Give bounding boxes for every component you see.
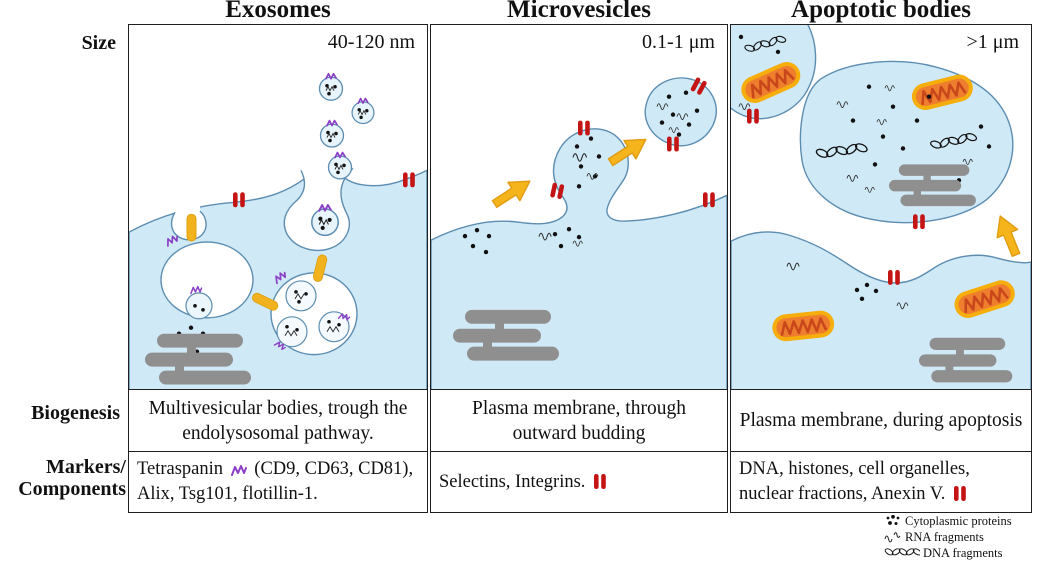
size-value-apoptotic-bodies: >1 μm [966, 31, 1019, 53]
intraluminal-vesicle [285, 280, 317, 312]
markers-exosomes: Tetraspanin (CD9, CD63, CD81), Alix, Tsg… [129, 451, 427, 512]
exosome-vesicle [318, 72, 344, 102]
markers-apoptotic-bodies-text: DNA, histones, cell organelles, nuclear … [739, 459, 970, 505]
apoptotic-bodies-illustration: >1 μm [731, 25, 1031, 390]
exosomes-illustration: 40-120 nm [129, 25, 427, 390]
legend-label: RNA fragments [905, 529, 984, 544]
biogenesis-exosomes: Multivesicular bodies, trough the endoly… [129, 389, 427, 451]
row-label-markers-components: Markers/ Components [0, 456, 126, 501]
exosome-vesicle [351, 97, 375, 125]
markers-microvesicles-text: Selectins, Integrins. [439, 471, 586, 492]
panel-exosomes-box: 40-120 nm [128, 24, 428, 513]
apoptotic-body-large [799, 60, 1014, 230]
early-endosome [160, 234, 254, 320]
cytoplasmic-proteins-icon [886, 515, 900, 525]
rna-fragments-icon [884, 532, 901, 543]
row-label-markers-line2: Components [18, 478, 126, 501]
biogenesis-apoptotic-bodies: Plasma membrane, during apoptosis [731, 389, 1031, 451]
panel-microvesicles-box: 0.1-1 μm [430, 24, 728, 513]
column-title-exosomes: Exosomes [225, 0, 331, 23]
yellow-arrow-icon [186, 213, 197, 242]
legend-item-rna-fragments: RNA fragments [884, 529, 1059, 545]
cytoplasmic-proteins-dots [462, 226, 582, 255]
mvb-fusion-channel [283, 167, 354, 252]
panel-exosomes: Exosomes 40-120 nm [128, 0, 428, 513]
intraluminal-vesicle [273, 316, 308, 353]
apoptotic-cell-bottom [731, 231, 1031, 390]
released-microvesicle [644, 76, 717, 152]
apoptotic-body-top-left [731, 25, 826, 124]
legend-label: Cytoplasmic proteins [905, 513, 1012, 528]
integrin-icon [954, 486, 966, 502]
budding-microvesicle-contents [572, 136, 602, 189]
cytoplasmic-proteins-dots [854, 282, 879, 302]
panel-apoptotic-bodies: Apoptotic bodies >1 μm [730, 0, 1032, 513]
dna-fragments-icon [884, 548, 920, 557]
markers-exosomes-text-before: Tetraspanin [137, 459, 224, 480]
microvesicles-illustration: 0.1-1 μm [431, 25, 727, 390]
legend-item-dna-fragments: DNA fragments [884, 545, 1059, 561]
legend: Cytoplasmic proteins RNA fragments DNA f… [884, 513, 1059, 561]
tetraspanin-icon [230, 465, 247, 477]
microvesicles-diagram [431, 76, 727, 390]
size-value-microvesicles: 0.1-1 μm [642, 31, 715, 53]
column-title-microvesicles: Microvesicles [507, 0, 651, 23]
panel-apoptotic-bodies-box: >1 μm [730, 24, 1032, 513]
row-label-markers-line1: Markers/ [46, 456, 126, 478]
legend-label: DNA fragments [923, 545, 1003, 560]
size-value-exosomes: 40-120 nm [327, 31, 415, 53]
markers-exosomes-text-after: (CD9, CD63, CD81), Alix, Tsg101, flotill… [137, 459, 414, 505]
exosomes-diagram [129, 72, 427, 390]
biogenesis-microvesicles: Plasma membrane, through outward budding [431, 389, 727, 451]
markers-apoptotic-bodies: DNA, histones, cell organelles, nuclear … [731, 451, 1031, 512]
row-label-biogenesis: Biogenesis [31, 402, 120, 424]
exosome-vesicle [319, 119, 345, 148]
yellow-arrow-icon [989, 211, 1027, 260]
intraluminal-vesicle [318, 311, 351, 343]
markers-microvesicles: Selectins, Integrins. [431, 451, 727, 512]
multivesicular-body [270, 270, 358, 356]
panel-microvesicles: Microvesicles 0.1-1 μm [430, 0, 728, 513]
column-title-apoptotic-bodies: Apoptotic bodies [791, 0, 971, 23]
cell-cytoplasm-with-bud [431, 128, 727, 390]
yellow-arrow-icon [487, 171, 537, 214]
row-label-size: Size [81, 32, 116, 54]
integrin-icon [594, 473, 606, 489]
legend-item-cytoplasmic-proteins: Cytoplasmic proteins [884, 513, 1059, 529]
apoptotic-bodies-diagram [731, 25, 1031, 390]
